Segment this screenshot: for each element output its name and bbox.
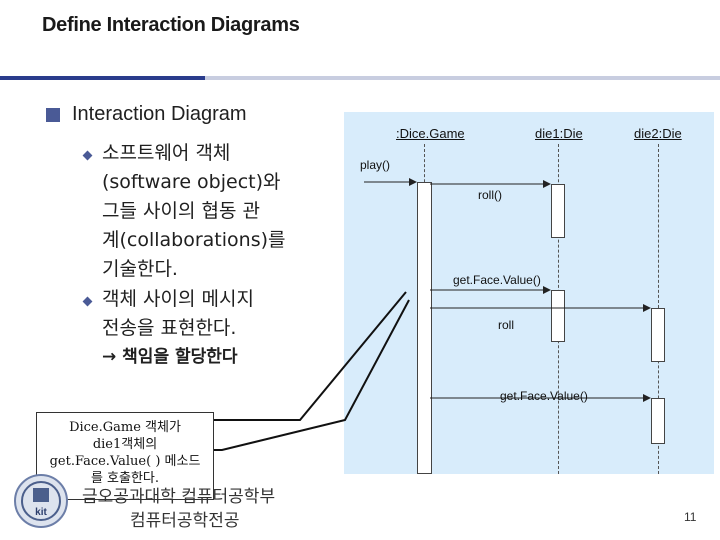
message-arrows (364, 178, 651, 402)
callout-box: Dice.Game 객체가 die1객체의 get.Face.Value( ) … (36, 412, 214, 500)
activation-die2-getfacevalue (651, 398, 665, 444)
message-label-roll: roll (498, 318, 515, 332)
message-label-play: play() (360, 158, 391, 172)
callout-line: Dice.Game 객체가 (69, 420, 181, 435)
logo-text: kit (35, 507, 47, 518)
bullet-line: 기술한다. (102, 258, 178, 280)
message-label-getfacevalue: get.Face.Value() (500, 389, 588, 403)
callout-line: die1객체의 (92, 437, 158, 452)
bullet-arrow-line: → 책임을 할당한다 (102, 343, 302, 372)
bullet-text-1: 소프트웨어 객체 (software object)와 그들 사이의 협동 관 … (102, 139, 302, 284)
activation-die2-roll (651, 308, 665, 362)
title-divider (0, 76, 720, 80)
right-arrow-icon: → (102, 347, 117, 367)
logo-emblem-icon: kit (21, 481, 61, 521)
bullet-line: 전송을 표현한다. (102, 317, 237, 339)
object-dicegame: :Dice.Game (396, 126, 465, 141)
activation-die1-getfacevalue (551, 290, 565, 342)
page-number: 11 (684, 510, 697, 524)
object-die1: die1:Die (535, 126, 583, 141)
activation-dicegame (417, 182, 432, 474)
message-label-roll: roll() (478, 188, 502, 202)
footer-department: 컴퓨터공학전공 (130, 511, 240, 531)
bullet-text-2: 객체 사이의 메시지 전송을 표현한다. → 책임을 할당한다 (102, 285, 302, 372)
callout-line: get.Face.Value( ) 메소드 (49, 454, 201, 469)
title-divider-accent (0, 76, 205, 80)
object-die2: die2:Die (634, 126, 682, 141)
university-logo: kit (14, 474, 68, 528)
activation-die1-roll (551, 184, 565, 238)
footer-university: 금오공과대학 컴퓨터공학부 (82, 487, 276, 507)
slide-title: Define Interaction Diagrams (42, 14, 300, 36)
bullet-line: 계(collaborations)를 (102, 229, 286, 251)
message-label-getfacevalue: get.Face.Value() (453, 273, 541, 287)
bullet-line: 책임을 할당한다 (122, 347, 238, 367)
bullet-line: 그들 사이의 협동 관 (102, 200, 260, 222)
bullet-line: 소프트웨어 객체 (102, 142, 231, 164)
callout-line: 를 호출한다. (90, 471, 160, 486)
square-bullet-icon (46, 108, 60, 122)
bullet-line: (software object)와 (102, 171, 281, 193)
section-heading: Interaction Diagram (72, 103, 247, 125)
bullet-line: 객체 사이의 메시지 (102, 288, 254, 310)
